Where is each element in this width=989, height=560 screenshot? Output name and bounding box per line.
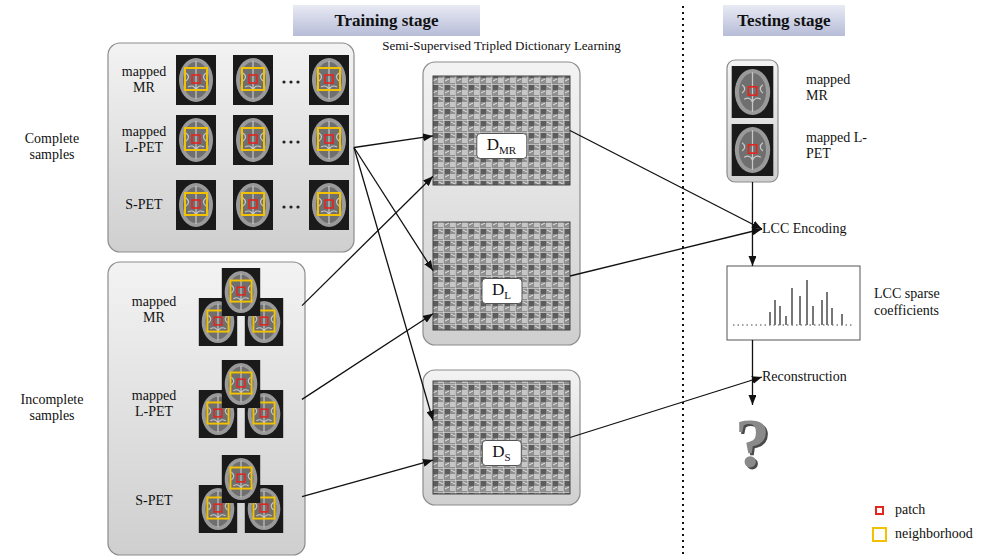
- brain-image: [222, 360, 260, 408]
- dictionary-textures: [433, 76, 570, 494]
- test-panel: [727, 60, 778, 182]
- arrow-connector: [570, 377, 762, 438]
- legend-swatch: [875, 506, 884, 515]
- brain-image: [176, 115, 216, 165]
- brain-image: [309, 115, 349, 165]
- dictionary-box: DL: [433, 222, 570, 330]
- brain-image: [309, 55, 349, 105]
- dictionary-symbol: D: [487, 135, 499, 154]
- incomplete-brain-images: [199, 268, 283, 533]
- modality-label: mapped L-PET: [126, 388, 182, 420]
- dictionary-panel: [423, 62, 580, 345]
- brain-image: [233, 55, 273, 105]
- dictionary-atoms: [433, 381, 570, 494]
- sample-panel: Incomplete samplesmapped MRmapped L-PETS…: [108, 262, 305, 555]
- modality-label: mapped MR: [806, 72, 870, 104]
- brain-image: [309, 180, 349, 230]
- brain-image: [233, 115, 273, 165]
- legend-text: patch: [895, 502, 925, 518]
- arrow-connector: [302, 314, 433, 400]
- step-label: Reconstruction: [762, 369, 847, 385]
- brain-image: [222, 268, 260, 316]
- test-brain-images: [732, 66, 774, 176]
- dictionary-box: DS: [433, 381, 570, 494]
- modality-row: mapped L-PET: [112, 115, 350, 165]
- coefficient-box: [727, 266, 860, 340]
- coefficient-bars: [733, 280, 854, 325]
- dictionary-panel: [423, 370, 580, 505]
- stage-title: Testing stage: [737, 11, 830, 31]
- dictionary-label: DS: [481, 440, 521, 466]
- box-label: LCC sparse coefficients: [874, 286, 958, 320]
- dictionary-symbol: D: [492, 442, 504, 461]
- dictionary-panel: Semi-Supervised Tripled Dictionary Learn…: [423, 62, 580, 345]
- legend-text: neighborhood: [895, 526, 973, 542]
- modality-label: mapped MR: [126, 294, 182, 326]
- arrow-connector: [570, 131, 762, 230]
- step-label: LCC Encoding: [762, 221, 846, 237]
- brain-image: [176, 55, 216, 105]
- legend-swatch: [872, 527, 887, 542]
- panel-label: Incomplete samples: [8, 392, 96, 426]
- arrow-connector: [302, 176, 433, 305]
- dictionary-label: DL: [481, 278, 522, 304]
- modality-label: S-PET: [116, 197, 172, 213]
- modality-label: mapped L-PET: [806, 130, 870, 162]
- step-text: Reconstruction: [762, 369, 847, 385]
- panel-backgrounds: [108, 43, 860, 555]
- incomplete-panel: [108, 262, 305, 555]
- modality-label: mapped MR: [116, 64, 172, 96]
- stage-separator: [682, 6, 684, 556]
- panel-label: Complete samples: [8, 131, 96, 165]
- sample-panel: Complete samplesmapped MRmapped L-PETS-P…: [108, 43, 354, 252]
- arrow-connector: [570, 229, 762, 276]
- stage-title: Training stage: [334, 11, 438, 31]
- legend-entry: neighborhood: [872, 522, 973, 546]
- modality-row: mapped MR: [112, 266, 302, 354]
- brain-image: [732, 124, 774, 176]
- coefficient-box: LCC sparse coefficients: [727, 266, 860, 340]
- stage-banner: Training stage: [293, 5, 480, 36]
- ellipsis-dots: [282, 80, 299, 208]
- complete-brain-images: [176, 55, 349, 230]
- modality-label: mapped L-PET: [116, 124, 172, 156]
- question-mark: ?: [735, 405, 770, 483]
- brain-image: [176, 180, 216, 230]
- dictionary-atoms: [433, 76, 570, 185]
- step-text: LCC Encoding: [762, 221, 846, 237]
- brain-image: [233, 180, 273, 230]
- dictionary-atoms: [433, 222, 570, 330]
- modality-row: S-PET: [112, 453, 302, 550]
- modality-row: mapped L-PET: [112, 358, 302, 450]
- arrow-connector: [752, 182, 753, 266]
- brain-image: [222, 455, 260, 503]
- panel-heading: Semi-Supervised Tripled Dictionary Learn…: [382, 38, 621, 54]
- complete-panel: [108, 43, 354, 252]
- dictionary-symbol: D: [492, 280, 504, 299]
- baseline: [733, 324, 854, 325]
- bars: [770, 280, 842, 325]
- dictionary-label: DMR: [476, 133, 527, 159]
- dictionary-subscript: S: [505, 451, 511, 463]
- dictionary-subscript: MR: [499, 144, 516, 156]
- arrow-connector: [354, 148, 433, 271]
- test-panel: mapped MRmapped L-PET: [727, 60, 778, 182]
- arrow-connector: [354, 136, 433, 148]
- legend: patch neighborhood: [872, 498, 973, 546]
- arrow-connector: [752, 340, 753, 405]
- output-unknown: ?: [732, 405, 774, 483]
- dictionary-box: DMR: [433, 76, 570, 185]
- modality-label: S-PET: [126, 493, 182, 509]
- modality-row: S-PET: [112, 180, 350, 230]
- brain-image: [732, 66, 774, 118]
- dictionary-subscript: L: [504, 289, 511, 301]
- stage-banner: Testing stage: [723, 5, 845, 36]
- legend-entry: patch: [872, 498, 973, 522]
- modality-row: mapped MR: [112, 55, 350, 105]
- arrow-connector: [302, 460, 433, 497]
